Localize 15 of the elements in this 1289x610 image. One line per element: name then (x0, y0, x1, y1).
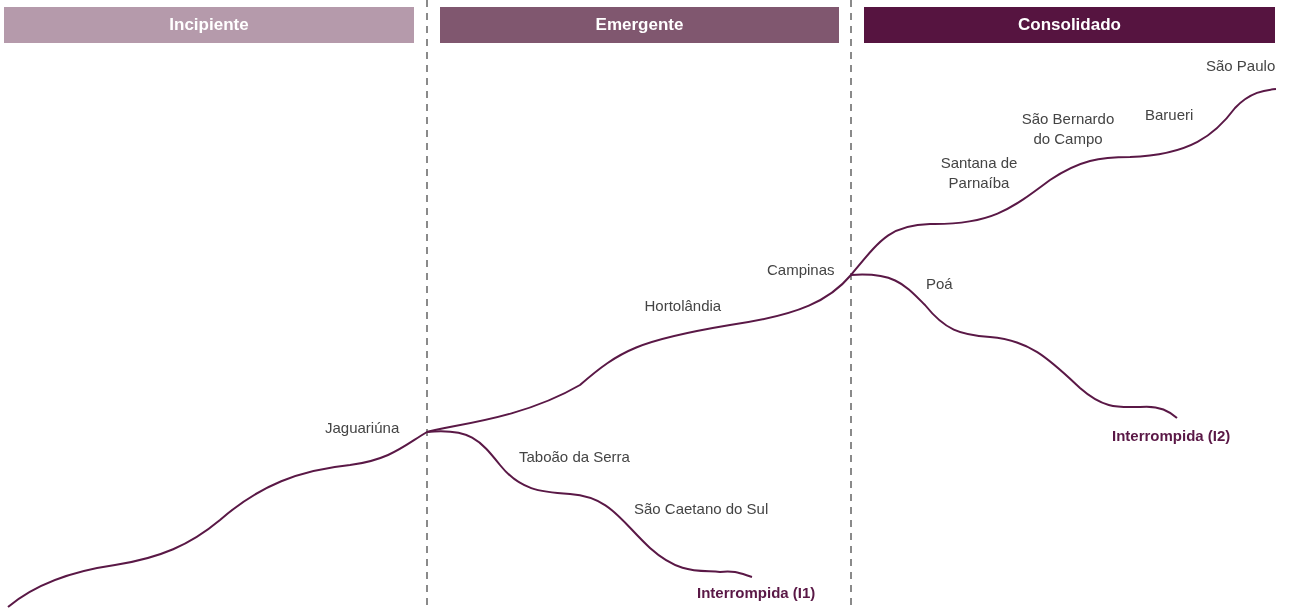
city-label: São Bernardo do Campo (1020, 109, 1116, 149)
city-label: Taboão da Serra (519, 447, 630, 467)
city-label: Poá (926, 274, 953, 294)
stage-header: Consolidado (864, 7, 1275, 43)
stage-header: Incipiente (4, 7, 414, 43)
city-label: Campinas (767, 260, 835, 280)
city-label: Jaguariúna (325, 418, 400, 438)
outcome-label: Interrompida (I1) (697, 583, 816, 603)
city-label: Barueri (1145, 105, 1194, 125)
city-label: São Paulo (1206, 56, 1276, 76)
city-label: Hortolândia (644, 296, 722, 316)
city-label: São Caetano do Sul (634, 499, 769, 519)
stage-header: Emergente (440, 7, 839, 43)
city-label: Santana de Parnaíba (939, 153, 1019, 193)
outcome-label: Interrompida (I2) (1112, 426, 1231, 446)
